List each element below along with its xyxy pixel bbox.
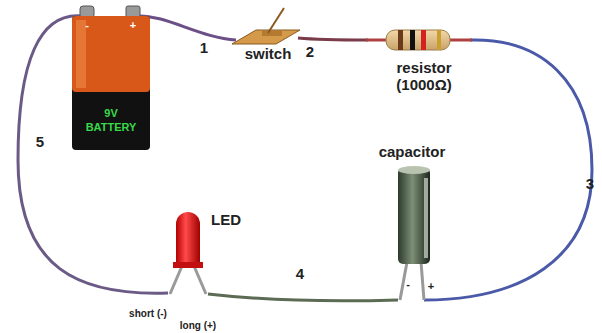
wire-1 <box>136 16 236 40</box>
capacitor-symbol <box>398 166 430 300</box>
part-name: switch <box>245 46 292 63</box>
callout-number: 4 <box>296 266 304 283</box>
wire-2 <box>298 38 368 40</box>
callout-number: 5 <box>36 134 44 151</box>
switch-symbol <box>232 8 300 44</box>
terminal-sign: + <box>130 19 136 31</box>
terminal-sign: - <box>85 19 89 31</box>
battery-label-box: 9V BATTERY <box>72 92 150 150</box>
terminal-sign: - <box>406 278 410 290</box>
led-symbol <box>170 212 206 294</box>
battery-text: 9V BATTERY <box>83 107 139 135</box>
part-name: capacitor <box>379 144 446 161</box>
part-name: resistor (1000Ω) <box>387 60 461 93</box>
battery-symbol <box>72 6 150 150</box>
wire-4 <box>208 294 398 301</box>
terminal-sign: + <box>428 280 434 292</box>
pin-label: short (-) <box>129 308 167 319</box>
callout-number: 3 <box>586 176 594 193</box>
callout-number: 1 <box>200 40 208 57</box>
callout-number: 2 <box>306 44 314 61</box>
wire-5 <box>18 16 168 293</box>
pin-label: long (+) <box>180 320 216 331</box>
part-name: LED <box>211 212 241 229</box>
resistor-symbol <box>366 30 472 50</box>
